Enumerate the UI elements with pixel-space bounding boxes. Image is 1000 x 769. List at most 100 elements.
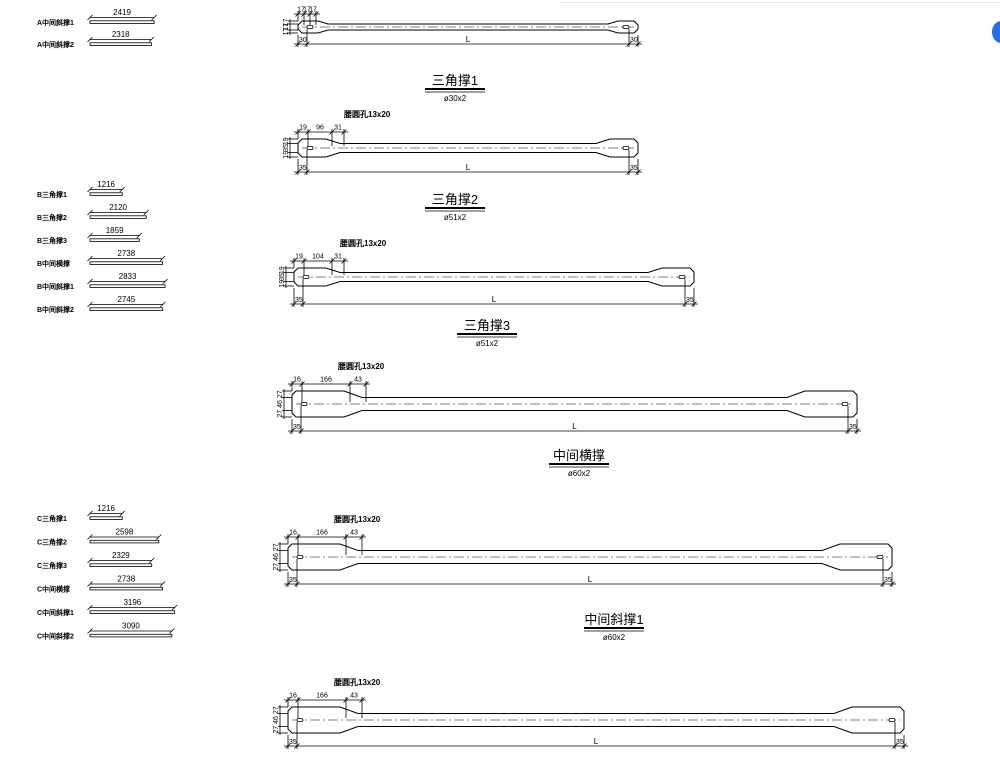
- slot-hole: [622, 145, 630, 150]
- legend-item-length: 2833: [119, 272, 137, 281]
- legend-item-length: 1216: [97, 180, 115, 189]
- legend-item-bar: [89, 586, 163, 591]
- dimension-tick: [889, 581, 895, 587]
- dimension-tick: [87, 255, 93, 262]
- length-label: L: [572, 422, 577, 431]
- legend-item-label: B中间斜撑1: [37, 282, 74, 291]
- dimension-tick: [87, 604, 93, 611]
- dimension-tick: [148, 36, 155, 43]
- dimension-tick: [87, 14, 93, 21]
- legend-item-label: B三角撑2: [37, 213, 67, 222]
- dimension-tick: [635, 41, 641, 47]
- dimension-tick: [156, 534, 162, 540]
- strut-outline: [287, 706, 905, 734]
- strut-outline: [293, 267, 695, 287]
- legend-item-label: C三角撑2: [37, 538, 67, 547]
- dimension-tick: [294, 743, 300, 749]
- dimension-tick: [295, 169, 301, 175]
- dimension-tick: [892, 743, 898, 749]
- top-dimension-value: 43: [350, 693, 358, 700]
- legend-item-bar: [89, 539, 160, 544]
- side-dimension-value: 17: [283, 19, 290, 27]
- legend-item-label: B中间斜撑2: [37, 305, 74, 314]
- side-dimension-value: 19: [283, 137, 290, 145]
- dimension-tick: [87, 186, 93, 193]
- dimension-tick: [87, 36, 93, 43]
- top-dimension-value: 43: [350, 530, 358, 537]
- side-dimension-value: 19: [279, 280, 286, 288]
- slot-hole: [841, 401, 849, 406]
- top-dimension-value: 17: [309, 7, 317, 14]
- legend-item-length: 3090: [122, 622, 140, 631]
- dimension-tick: [626, 169, 632, 175]
- hole-note: 腰圆孔13x20: [337, 361, 385, 371]
- side-dimension-value: 27: [273, 543, 280, 551]
- legend-item-bar: [89, 238, 140, 242]
- dimension-tick: [901, 743, 907, 749]
- legend-item: C三角撑2 2598: [37, 528, 162, 547]
- legend-item-length: 2598: [116, 528, 134, 537]
- side-dimension-value: 19: [279, 266, 286, 274]
- viewer-top-rule: [560, 2, 1000, 3]
- dimension-tick: [682, 301, 688, 307]
- dimension-tick: [845, 428, 851, 434]
- legend-item-label: C中间斜撑2: [37, 632, 74, 641]
- side-dimension-value: 17: [283, 28, 290, 36]
- legend-item-label: C三角撑3: [37, 561, 67, 570]
- legend-item-label: B三角撑1: [37, 190, 67, 199]
- legend-item-length: 2419: [113, 8, 131, 17]
- viewer-side-handle[interactable]: [992, 21, 1000, 43]
- top-dimension-value: 17: [297, 7, 305, 14]
- dimension-tick: [285, 743, 291, 749]
- legend-item-length: 2738: [117, 249, 135, 258]
- dimension-tick: [136, 232, 143, 239]
- slot-hole: [296, 555, 304, 560]
- side-dimension-value: 17: [283, 23, 290, 31]
- part-title: 中间横撑: [553, 448, 605, 463]
- legend-item-bar: [89, 42, 152, 46]
- dimension-tick: [854, 428, 860, 434]
- legend-item-label: B中间横撑: [37, 259, 70, 268]
- dimension-tick: [87, 510, 93, 517]
- dimension-tick: [171, 604, 178, 611]
- top-dimension-value: 16: [289, 530, 297, 537]
- slot-hole: [876, 555, 884, 560]
- top-dimension-value: 17: [303, 7, 311, 14]
- legend-item-bar: [89, 307, 164, 311]
- side-dimension-value: 27: [277, 390, 284, 398]
- slot-hole: [888, 718, 896, 723]
- dimension-tick: [151, 14, 157, 21]
- length-label: L: [594, 737, 599, 746]
- top-dimension-value: 43: [354, 377, 362, 384]
- legend-group: C三角撑11216C三角撑22598C三角撑32329C中间横撑2738C中间斜…: [37, 504, 178, 641]
- part-title: 三角撑3: [464, 318, 510, 333]
- length-label: L: [588, 575, 593, 584]
- side-dimension-value: 35: [283, 144, 290, 152]
- legend-item: B中间横撑 2738: [37, 249, 166, 268]
- part-title: 三角撑2: [432, 192, 478, 207]
- dimension-tick: [143, 209, 149, 216]
- slot-hole: [306, 24, 314, 29]
- dimension-tick: [87, 278, 93, 285]
- legend-item-bar: [89, 192, 123, 196]
- dimension-tick: [87, 581, 93, 587]
- end-distance-left: 35: [289, 739, 297, 746]
- part-spec: ø60x2: [603, 633, 626, 642]
- dimension-tick: [691, 301, 697, 307]
- top-dimension-value: 166: [316, 530, 328, 537]
- legend-item-label: B三角撑3: [37, 236, 67, 245]
- end-distance-right: 35: [849, 424, 857, 431]
- legend-item: B三角撑1 1216: [37, 180, 126, 199]
- dimension-tick: [291, 301, 297, 307]
